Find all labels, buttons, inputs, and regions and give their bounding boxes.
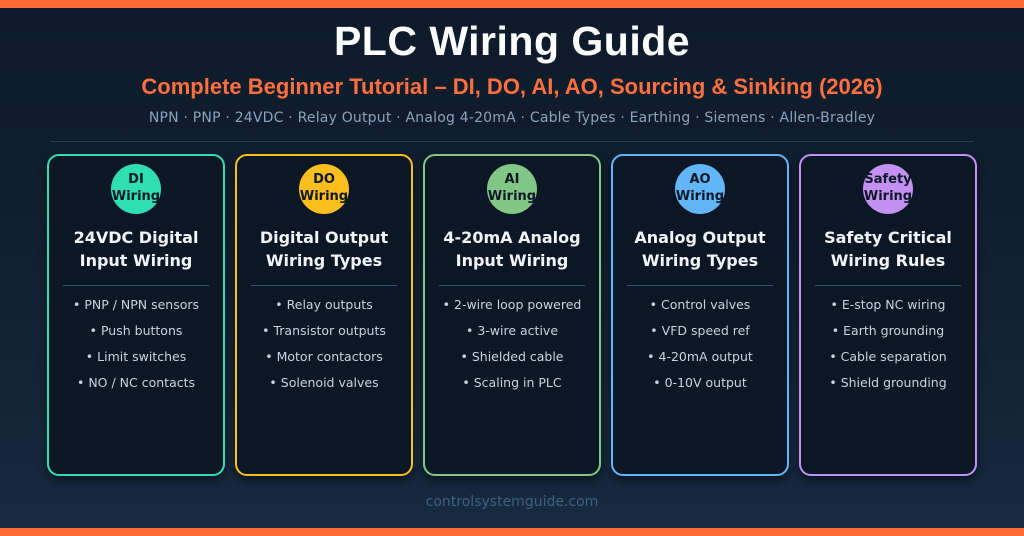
wiring-badge: Safety Wiring: [863, 163, 913, 214]
cards-row: DI Wiring 24VDC Digital Input Wiring PNP…: [0, 142, 1024, 476]
card-items: E-stop NC wiringEarth groundingCable sep…: [809, 297, 967, 390]
wiring-badge-word: Wiring: [299, 188, 349, 204]
card-items: PNP / NPN sensorsPush buttonsLimit switc…: [57, 297, 215, 390]
wiring-badge-word: Wiring: [863, 188, 913, 204]
card-divider: [815, 285, 961, 287]
wiring-badge: DI Wiring: [111, 163, 161, 214]
card-item: Scaling in PLC: [433, 375, 591, 390]
wiring-badge: AO Wiring: [675, 163, 725, 214]
card-item: 2-wire loop powered: [433, 297, 591, 312]
card-divider: [251, 285, 397, 287]
bottom-accent-bar: [0, 528, 1024, 536]
card-divider: [63, 285, 209, 287]
card-item: Shield grounding: [809, 375, 967, 390]
card-item: Shielded cable: [433, 349, 591, 364]
card-title: Analog Output Wiring Types: [634, 227, 766, 270]
wiring-badge-word: Wiring: [675, 188, 725, 204]
card-title: 24VDC Digital Input Wiring: [73, 227, 199, 270]
card-divider: [439, 285, 585, 287]
footer-url: controlsystemguide.com: [425, 493, 599, 510]
card-item: Earth grounding: [809, 323, 967, 338]
page-title: PLC Wiring Guide: [333, 18, 691, 64]
wiring-card: DO Wiring Digital Output Wiring Types Re…: [235, 153, 413, 476]
page-subtitle: Complete Beginner Tutorial – DI, DO, AI,…: [141, 73, 883, 99]
card-title: Digital Output Wiring Types: [259, 227, 389, 270]
card-items: 2-wire loop powered 3-wire activeShielded…: [433, 297, 591, 390]
card-item: Limit switches: [57, 349, 215, 364]
card-item: Solenoid valves: [245, 375, 403, 390]
wiring-card: Safety Wiring Safety Critical Wiring Rul…: [799, 153, 977, 476]
card-item: Relay outputs: [245, 297, 403, 312]
card-item: 3-wire active: [433, 323, 591, 338]
page-tagline: NPN · PNP · 24VDC · Relay Output · Analo…: [148, 109, 876, 126]
wiring-badge-word: Wiring: [487, 188, 537, 204]
card-divider: [627, 285, 773, 287]
wiring-badge: AI Wiring: [487, 163, 537, 214]
wiring-badge-word: Wiring: [111, 188, 161, 204]
card-item: 4-20mA output: [621, 349, 779, 364]
footer: controlsystemguide.com: [0, 476, 1024, 528]
top-accent-bar: [0, 0, 1024, 8]
card-item: E-stop NC wiring: [809, 297, 967, 312]
card-item: Push buttons: [57, 323, 215, 338]
wiring-card: DI Wiring 24VDC Digital Input Wiring PNP…: [47, 153, 225, 476]
wiring-badge-code: DI: [128, 172, 144, 188]
wiring-badge-code: AI: [504, 172, 520, 188]
card-items: Relay outputsTransistor outputsMotor con…: [245, 297, 403, 390]
wiring-card: AO Wiring Analog Output Wiring Types Con…: [611, 153, 789, 476]
header: PLC Wiring Guide Complete Beginner Tutor…: [0, 8, 1024, 142]
card-items: Control valvesVFD speed ref 4-20mA output…: [621, 297, 779, 390]
header-divider: [50, 140, 974, 142]
card-item: VFD speed ref: [621, 323, 779, 338]
card-item: Cable separation: [809, 349, 967, 364]
wiring-badge-code: DO: [313, 172, 335, 188]
card-item: PNP / NPN sensors: [57, 297, 215, 312]
wiring-badge-code: Safety: [864, 172, 912, 188]
card-item: NO / NC contacts: [57, 375, 215, 390]
card-item: 0-10V output: [621, 375, 779, 390]
card-title: Safety Critical Wiring Rules: [824, 227, 952, 270]
card-item: Control valves: [621, 297, 779, 312]
card-title: 4-20mA Analog Input Wiring: [443, 227, 581, 270]
wiring-card: AI Wiring 4-20mA Analog Input Wiring 2-w…: [423, 153, 601, 476]
wiring-badge-code: AO: [689, 172, 711, 188]
card-item: Motor contactors: [245, 349, 403, 364]
card-item: Transistor outputs: [245, 323, 403, 338]
wiring-badge: DO Wiring: [299, 163, 349, 214]
